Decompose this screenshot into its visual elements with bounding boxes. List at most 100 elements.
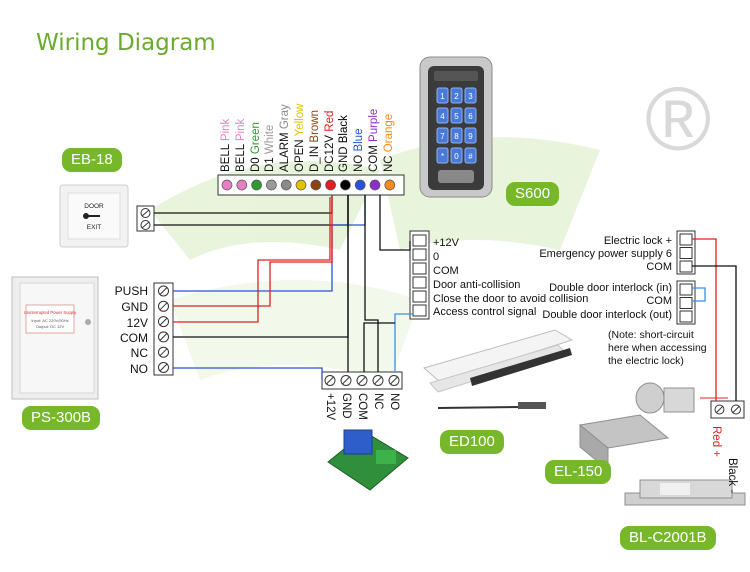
ps300b-tag: PS-300B (22, 406, 101, 430)
s600-terminal-label: D_IN Brown (308, 109, 321, 172)
svg-text:*: * (441, 152, 444, 161)
lock-note-line2: here when accessing (608, 342, 707, 354)
el150-lock (578, 382, 728, 472)
s600-terminal-label: OPEN Yellow (294, 103, 306, 172)
ed100-door-operator (422, 329, 574, 409)
psu-label-gnd: GND (121, 300, 148, 314)
psu-label-no: NO (130, 362, 148, 376)
s600-terminal-dot (280, 179, 292, 191)
ed100-terminal-cell (412, 234, 427, 247)
s600-terminal-dot (251, 179, 262, 191)
keypad-key: 8 (450, 127, 463, 144)
el150-label-black: Black - (726, 458, 738, 494)
keypad-key: 5 (450, 107, 463, 124)
s600-terminal-label: COM Purple (368, 108, 380, 172)
ed100-label-0: 0 (433, 251, 440, 263)
ed100-terminal-cell (412, 290, 427, 303)
lock-terminal-cell (679, 260, 693, 273)
s600-terminal-label: BELL Pink (220, 118, 232, 172)
ed100-terminal-cell (412, 262, 427, 275)
key-icon (83, 213, 100, 219)
relay-terminal-label: COM (356, 393, 368, 420)
s600-terminal-dot (221, 179, 233, 191)
lock-terminal-strip-top (676, 230, 696, 275)
psu-label-nc: NC (130, 346, 148, 360)
lock-note-line1: (Note: short-circuit (608, 329, 694, 341)
psu-lock-icon (85, 319, 91, 325)
keypad-key: 7 (436, 127, 449, 144)
bl-c2001b-lock (624, 479, 746, 506)
s600-terminal-label: ALARM Gray (279, 104, 292, 172)
s600-terminal-dot (266, 179, 277, 191)
psu-label-line1: Uninterrupted Power Supply (24, 310, 77, 315)
psu-label-push: PUSH (114, 284, 148, 298)
lock-note-line3: the electric lock) (608, 355, 684, 367)
eb18-tag: EB-18 (62, 148, 122, 172)
lock-label-electric-plus: Electric lock + (603, 235, 672, 247)
s600-terminal-label: D0 Green (249, 122, 262, 172)
s600-terminal-label: D1 White (264, 124, 277, 172)
keypad-key: 0 (450, 147, 463, 164)
lock-label-emergency: Emergency power supply 6 (539, 248, 672, 260)
svg-text:1: 1 (440, 92, 445, 101)
keypad-key: # (464, 147, 477, 164)
relay-module (327, 429, 409, 491)
lock-label-interlock-out: Double door interlock (out) (542, 309, 672, 321)
lock-terminal-cell (679, 283, 693, 296)
s600-terminal-label: NC Orange (382, 113, 395, 172)
lock-terminal-cell (679, 297, 693, 309)
ed100-terminal-cell (412, 248, 427, 261)
svg-text:3: 3 (468, 92, 473, 101)
s600-terminal-label: BELL Pink (234, 118, 247, 172)
wire-no-relay (364, 195, 379, 372)
relay-terminal-label: NO (388, 393, 400, 411)
page-title: Wiring Diagram (36, 30, 216, 56)
s600-terminal-label: DC12V Red (323, 110, 336, 172)
lock-label-interlock-in: Double door interlock (in) (549, 282, 672, 294)
relay-terminal-strip (321, 371, 403, 390)
wire-relay-com (363, 322, 395, 372)
ed100-label-avoid-collision: Close the door to avoid collision (433, 293, 589, 305)
keypad-key: 4 (436, 107, 449, 124)
s600-terminal-label: NO Blue (353, 128, 366, 172)
s600-terminal-dot (325, 179, 336, 191)
svg-text:6: 6 (468, 112, 473, 121)
s600-terminal-dot (369, 179, 381, 191)
psu-label-12v: 12V (126, 316, 148, 330)
card-reader-area (438, 170, 474, 183)
power-supply-box: Uninterrupted Power Supply Input: AC 220… (11, 276, 99, 400)
lock-label-com-top: COM (646, 261, 672, 273)
wire-no (173, 367, 323, 380)
s600-terminal-strip (217, 174, 405, 196)
keypad-key: 9 (464, 127, 477, 144)
eb18-exit-button: DOOR EXIT (59, 184, 129, 248)
psu-terminal-strip (153, 282, 174, 376)
lock-terminal-cell (679, 310, 693, 323)
wire-interlock-short (692, 287, 706, 302)
wire-access-signal (394, 313, 413, 372)
svg-text:7: 7 (440, 132, 445, 141)
s600-terminal-label: GND Black (338, 115, 351, 172)
lock-label-com-mid: COM (646, 295, 672, 307)
s600-terminal-dot (340, 179, 351, 191)
ed100-terminal-cell (412, 304, 427, 317)
ed100-terminal-cell (412, 276, 427, 289)
svg-text:0: 0 (454, 152, 459, 161)
ed100-label-com: COM (433, 265, 459, 277)
psu-label-line3: Output: DC 12V (36, 324, 65, 329)
wire-12v (173, 197, 331, 323)
lock-terminal-cell (679, 233, 693, 246)
s600-terminal-dot (354, 179, 366, 191)
relay-terminal-label: +12V (324, 393, 336, 421)
blc2001b-tag: BL-C2001B (620, 526, 716, 550)
ed100-label-access-signal: Access control signal (433, 306, 537, 318)
eb18-panel-line2: EXIT (87, 224, 101, 231)
el150-label-red: Red + (710, 426, 722, 458)
s600-tag: S600 (506, 182, 560, 206)
psu-label-com: COM (120, 331, 148, 345)
ed100-label-anti-collision: Door anti-collision (433, 279, 521, 291)
relay-terminal-label: NC (372, 393, 384, 410)
ed100-tag: ED100 (440, 430, 504, 454)
